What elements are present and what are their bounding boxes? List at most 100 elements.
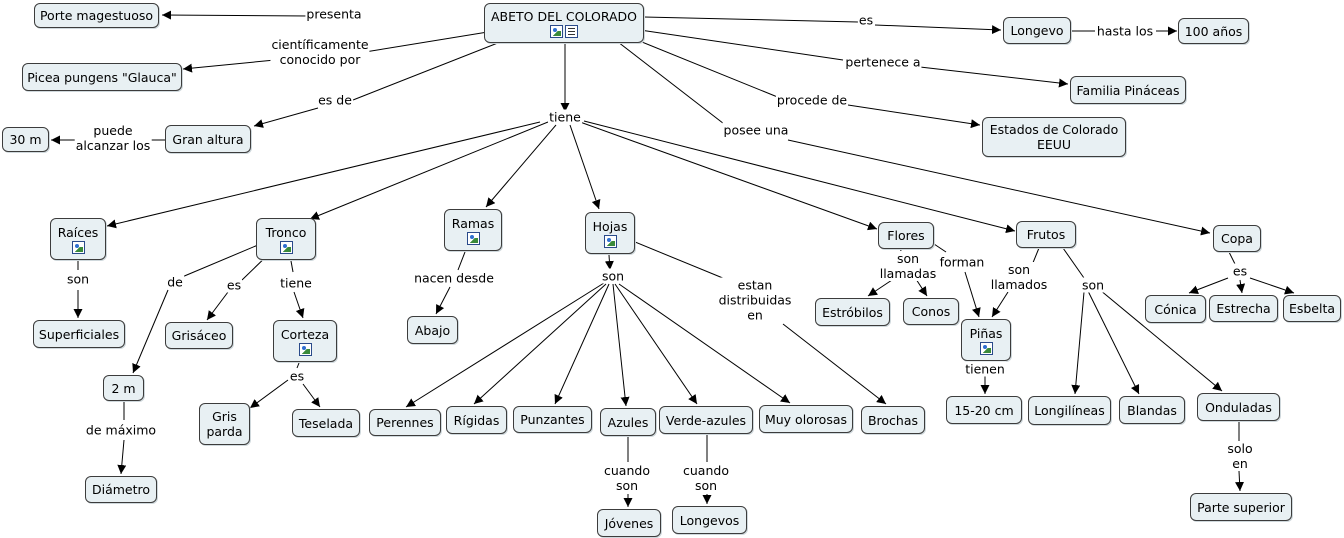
connector-abeto-to-copa bbox=[787, 139, 1211, 236]
concept-node-frutos[interactable]: Frutos bbox=[1016, 221, 1076, 248]
concept-node-conica[interactable]: Cónica bbox=[1145, 295, 1206, 323]
concept-node-onduladas[interactable]: Onduladas bbox=[1197, 393, 1280, 421]
connector-tiene-to-frutos bbox=[583, 120, 1016, 234]
concept-label: Corteza bbox=[280, 326, 330, 342]
connector-tronco-to-dos_m bbox=[132, 289, 169, 374]
concept-label: Superficiales bbox=[38, 326, 120, 342]
concept-node-picea[interactable]: Picea pungens "Glauca" bbox=[22, 63, 182, 91]
concept-label: Brochas bbox=[867, 412, 919, 428]
connector-son_hojas-to-rigidas bbox=[473, 283, 607, 405]
connector-tiene-to-flores bbox=[579, 121, 878, 231]
connector-abeto-to-gran_altura bbox=[352, 34, 519, 101]
concept-node-dos-m[interactable]: 2 m bbox=[103, 375, 144, 401]
concept-label: Piñas bbox=[969, 325, 1003, 341]
concept-node-verde-azules[interactable]: Verde-azules bbox=[659, 406, 753, 434]
link-label-posee: posee una bbox=[722, 122, 790, 138]
connector-abeto-to-picea bbox=[182, 59, 276, 73]
concept-label: Flores bbox=[887, 228, 925, 243]
concept-node-grisaceo[interactable]: Grisáceo bbox=[165, 322, 233, 349]
concept-node-esbelta[interactable]: Esbelta bbox=[1283, 295, 1341, 322]
link-label-son-llamados-frutos: son llamados bbox=[989, 262, 1049, 292]
image-resource-icon[interactable] bbox=[279, 240, 293, 254]
connector-frutos-to-longilineas bbox=[1062, 247, 1085, 279]
connector-onduladas-to-parte_superior bbox=[1235, 470, 1245, 492]
link-label-nacen: nacen desde bbox=[413, 270, 495, 286]
link-label-son-raices: son bbox=[65, 271, 91, 287]
connector-corteza-to-teselada bbox=[302, 383, 321, 408]
concept-node-tronco[interactable]: Tronco bbox=[256, 218, 316, 260]
concept-node-cm[interactable]: 15-20 cm bbox=[946, 396, 1022, 424]
concept-node-estrecha[interactable]: Estrecha bbox=[1209, 295, 1278, 322]
concept-label: Esbelta bbox=[1288, 301, 1336, 316]
concept-label: Copa bbox=[1221, 231, 1253, 246]
concept-node-longilineas[interactable]: Longilíneas bbox=[1028, 396, 1111, 425]
document-resource-icon[interactable] bbox=[565, 24, 578, 38]
concept-node-blandas[interactable]: Blandas bbox=[1119, 396, 1185, 424]
resource-icons bbox=[603, 234, 617, 248]
image-resource-icon[interactable] bbox=[71, 240, 85, 254]
concept-node-estados[interactable]: Estados de Colorado EEUU bbox=[982, 117, 1126, 157]
image-resource-icon[interactable] bbox=[550, 24, 563, 38]
connector-flores-to-pinas bbox=[964, 271, 981, 318]
connector-tiene-to-tronco bbox=[309, 121, 549, 220]
concept-node-gris-parda[interactable]: Gris parda bbox=[199, 403, 250, 445]
concept-node-teselada[interactable]: Teselada bbox=[292, 409, 360, 437]
concept-node-gran-altura[interactable]: Gran altura bbox=[165, 125, 251, 153]
connector-tiene-to-hojas bbox=[569, 124, 601, 210]
concept-node-pinas[interactable]: Piñas bbox=[961, 319, 1011, 361]
link-label-estan: estan distribuidas en bbox=[717, 277, 793, 323]
concept-node-parte-superior[interactable]: Parte superior bbox=[1190, 493, 1292, 521]
concept-node-longevos[interactable]: Longevos bbox=[672, 506, 747, 534]
image-resource-icon[interactable] bbox=[298, 342, 312, 356]
concept-label: Conos bbox=[911, 304, 951, 319]
concept-node-copa[interactable]: Copa bbox=[1213, 225, 1261, 252]
connector-dos_m-to-diametro bbox=[117, 439, 127, 475]
connector-tronco-to-corteza bbox=[290, 260, 294, 273]
link-label-presenta: presenta bbox=[305, 6, 363, 22]
concept-node-azules[interactable]: Azules bbox=[600, 408, 656, 436]
link-label-puede: puede alcanzar los bbox=[74, 123, 152, 153]
resource-icons bbox=[466, 231, 480, 245]
concept-node-abeto[interactable]: ABETO DEL COLORADO bbox=[484, 3, 644, 43]
concept-label: ABETO DEL COLORADO bbox=[490, 8, 638, 24]
concept-node-anios100[interactable]: 100 años bbox=[1178, 18, 1249, 44]
connector-corteza-to-gris_parda bbox=[296, 362, 300, 369]
concept-node-estrobilos[interactable]: Estróbilos bbox=[815, 298, 890, 326]
concept-node-muy-olorosas[interactable]: Muy olorosas bbox=[759, 405, 853, 433]
concept-label: Hojas bbox=[592, 218, 628, 234]
concept-label: Grisáceo bbox=[171, 328, 227, 343]
concept-node-ramas[interactable]: Ramas bbox=[444, 209, 502, 251]
concept-node-brochas[interactable]: Brochas bbox=[861, 406, 925, 434]
concept-node-porte[interactable]: Porte magestuoso bbox=[34, 3, 159, 28]
concept-node-diametro[interactable]: Diámetro bbox=[85, 476, 157, 503]
concept-label: Porte magestuoso bbox=[39, 8, 154, 23]
concept-label: 2 m bbox=[111, 380, 136, 396]
concept-label: Muy olorosas bbox=[764, 411, 848, 427]
link-label-de-tronco: de bbox=[166, 274, 184, 290]
connector-copa-to-esbelta bbox=[1249, 277, 1295, 295]
concept-label: 30 m bbox=[9, 132, 42, 147]
image-resource-icon[interactable] bbox=[979, 341, 993, 355]
concept-node-familia[interactable]: Familia Pináceas bbox=[1070, 76, 1186, 104]
concept-node-conos[interactable]: Conos bbox=[903, 298, 959, 325]
concept-node-rigidas[interactable]: Rígidas bbox=[446, 406, 507, 434]
concept-node-perennes[interactable]: Perennes bbox=[369, 409, 441, 436]
concept-node-abajo[interactable]: Abajo bbox=[407, 316, 458, 344]
concept-node-m30[interactable]: 30 m bbox=[2, 127, 49, 152]
concept-node-longevo[interactable]: Longevo bbox=[1003, 17, 1071, 44]
image-resource-icon[interactable] bbox=[466, 231, 480, 245]
concept-node-hojas[interactable]: Hojas bbox=[585, 212, 635, 254]
concept-node-punzantes[interactable]: Punzantes bbox=[513, 406, 592, 433]
link-label-es-de: es de bbox=[317, 92, 353, 108]
concept-label: Parte superior bbox=[1197, 499, 1285, 515]
concept-node-jovenes[interactable]: Jóvenes bbox=[597, 509, 661, 537]
concept-node-raices[interactable]: Raíces bbox=[50, 218, 106, 260]
concept-node-flores[interactable]: Flores bbox=[878, 222, 934, 249]
concept-label: Diámetro bbox=[91, 482, 151, 497]
concept-node-superficiales[interactable]: Superficiales bbox=[33, 320, 125, 348]
concept-node-corteza[interactable]: Corteza bbox=[273, 320, 337, 362]
image-resource-icon[interactable] bbox=[603, 234, 617, 248]
connector-tiene-to-raices bbox=[106, 121, 541, 229]
link-label-tiene-tronco: tiene bbox=[279, 275, 313, 291]
